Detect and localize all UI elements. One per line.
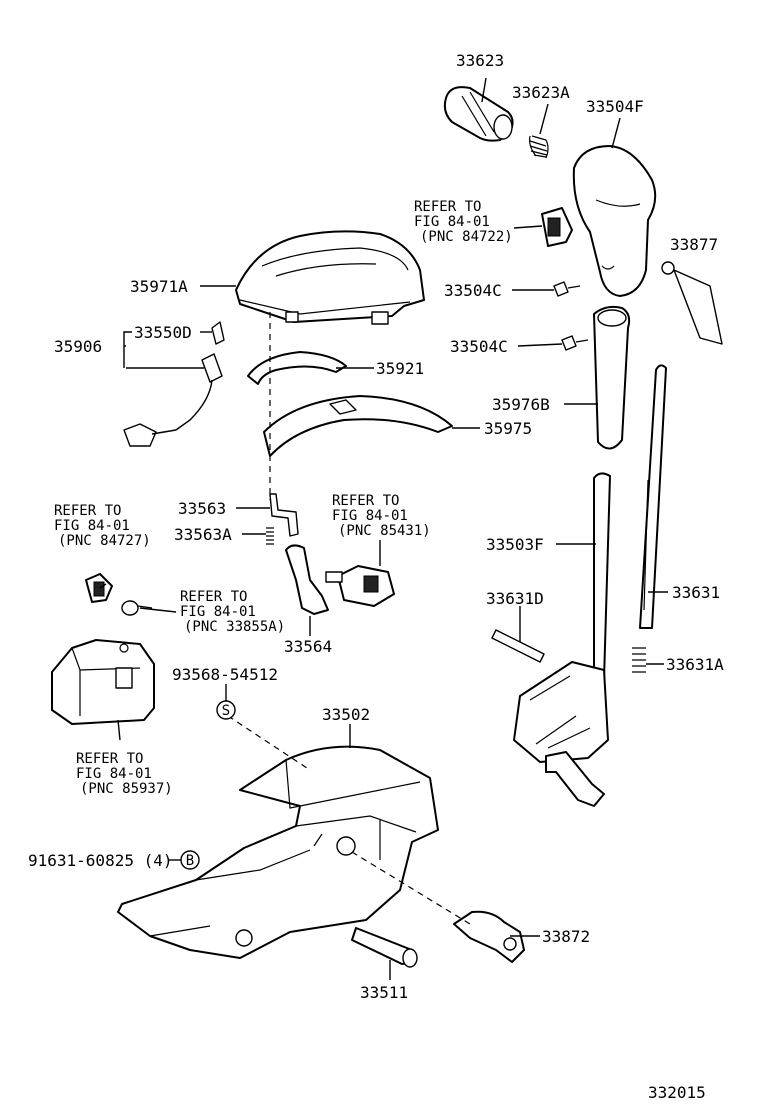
label-33504F: 33504F xyxy=(586,97,644,116)
part-33872-link xyxy=(453,910,525,963)
label-35906: 35906 xyxy=(54,337,102,356)
part-33511-bolt xyxy=(351,927,418,968)
label-33631D: 33631D xyxy=(486,589,544,608)
diagram-id: 332015 xyxy=(648,1083,706,1102)
assembly-line-1 xyxy=(227,715,311,771)
refer-84722-line3: (PNC 84722) xyxy=(420,229,513,245)
part-switch xyxy=(85,573,113,603)
refer-84727-line3: (PNC 84727) xyxy=(58,533,151,549)
label-33623A: 33623A xyxy=(512,83,570,102)
refer-84722-line2: FIG 84-01 xyxy=(414,214,490,230)
part-33563A-spring xyxy=(266,527,274,545)
part-35976B-boot xyxy=(593,305,631,450)
refer-85431-line3: (PNC 85431) xyxy=(338,523,431,539)
refer-85937-line2: FIG 84-01 xyxy=(76,766,152,782)
refer-85431-line1: REFER TO xyxy=(332,493,399,509)
part-35906-wire-harness xyxy=(123,321,225,447)
refer-block-85431: REFER TO FIG 84-01 (PNC 85431) xyxy=(332,493,431,539)
refer-33855A-line1: REFER TO xyxy=(180,589,247,605)
label-33631: 33631 xyxy=(672,583,720,602)
part-33623A-spring xyxy=(529,135,549,159)
label-35921: 35921 xyxy=(376,359,424,378)
label-33511: 33511 xyxy=(360,983,408,1002)
leader-lines xyxy=(99,77,668,980)
marker-s: S xyxy=(216,700,236,720)
refer-84727-line2: FIG 84-01 xyxy=(54,518,130,534)
refer-block-85937: REFER TO FIG 84-01 (PNC 85937) xyxy=(76,751,173,797)
label-33504C-upper: 33504C xyxy=(444,281,502,300)
part-33564-lever xyxy=(285,544,329,615)
refer-85937-line1: REFER TO xyxy=(76,751,143,767)
label-33503F: 33503F xyxy=(486,535,544,554)
refer-85431-line2: FIG 84-01 xyxy=(332,508,408,524)
label-35971A: 35971A xyxy=(130,277,188,296)
refer-84722-line1: REFER TO xyxy=(414,199,481,215)
label-93568-54512: 93568-54512 xyxy=(172,665,278,684)
part-knob-plug xyxy=(541,207,573,247)
label-35976B: 35976B xyxy=(492,395,550,414)
part-33504C-screws xyxy=(553,281,589,351)
part-33503F-shift-lever xyxy=(513,472,611,807)
part-ecu-unit xyxy=(51,639,155,725)
refer-block-84722: REFER TO FIG 84-01 (PNC 84722) xyxy=(414,199,513,245)
label-33564: 33564 xyxy=(284,637,332,656)
label-91631-60825: 91631-60825 (4) xyxy=(28,851,173,870)
part-solenoid xyxy=(325,565,395,607)
marker-b: B xyxy=(180,850,200,870)
label-33563: 33563 xyxy=(178,499,226,518)
part-35975-slide-plate xyxy=(263,395,453,457)
marker-s-letter: S xyxy=(222,703,230,719)
part-33563-pin xyxy=(269,493,299,537)
part-bulb xyxy=(121,600,153,616)
part-35971A-indicator-housing xyxy=(235,230,425,325)
part-33504F-shift-knob xyxy=(572,145,657,297)
label-33504C-lower: 33504C xyxy=(450,337,508,356)
refer-block-33855A: REFER TO FIG 84-01 (PNC 33855A) xyxy=(180,589,285,635)
part-35921-plate xyxy=(247,351,347,385)
refer-84727-line1: REFER TO xyxy=(54,503,121,519)
label-33631A: 33631A xyxy=(666,655,724,674)
refer-block-84727: REFER TO FIG 84-01 (PNC 84727) xyxy=(54,503,151,549)
refer-33855A-line3: (PNC 33855A) xyxy=(184,619,285,635)
marker-b-letter: B xyxy=(186,853,194,869)
part-33631-rod xyxy=(639,364,667,629)
part-33877-tag xyxy=(661,261,723,345)
part-33623-button xyxy=(443,86,514,142)
refer-33855A-line2: FIG 84-01 xyxy=(180,604,256,620)
part-33631A-spring xyxy=(632,647,646,673)
label-33563A: 33563A xyxy=(174,525,232,544)
label-33872: 33872 xyxy=(542,927,590,946)
label-33550D: 33550D xyxy=(134,323,192,342)
assembly-line-2 xyxy=(351,851,471,925)
label-33623: 33623 xyxy=(456,51,504,70)
label-33877: 33877 xyxy=(670,235,718,254)
label-33502: 33502 xyxy=(322,705,370,724)
refer-85937-line3: (PNC 85937) xyxy=(80,781,173,797)
part-33631D-pin xyxy=(491,629,545,663)
part-33502-base xyxy=(117,745,439,959)
label-35975: 35975 xyxy=(484,419,532,438)
